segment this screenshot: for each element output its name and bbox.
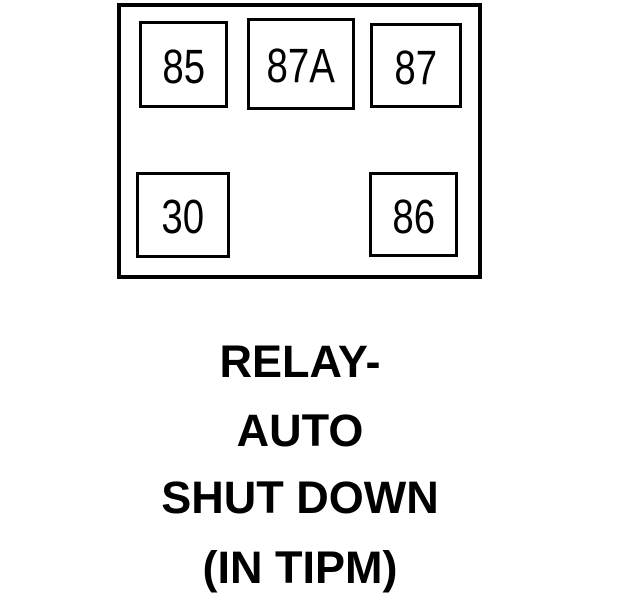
relay-caption-line: (IN TIPM) xyxy=(202,542,398,593)
pin-terminal-86: 86 xyxy=(369,172,458,257)
pin-label: 85 xyxy=(162,40,205,94)
pin-label: 30 xyxy=(161,191,205,244)
relay-caption-line: SHUT DOWN xyxy=(161,472,439,523)
pin-terminal-87a: 87A xyxy=(247,18,355,110)
pin-label: 87A xyxy=(266,40,336,93)
pin-terminal-30: 30 xyxy=(136,172,230,258)
relay-caption-line: RELAY- xyxy=(219,336,381,387)
pin-label: 87 xyxy=(394,41,438,95)
relay-caption-line: AUTO xyxy=(236,405,364,456)
pin-label: 86 xyxy=(392,190,435,244)
pin-terminal-85: 85 xyxy=(139,21,228,108)
relay-body-outline: 85 87A 87 30 86 xyxy=(117,3,482,279)
relay-caption: RELAY- AUTO SHUT DOWN (IN TIPM) xyxy=(118,0,482,600)
pin-terminal-87: 87 xyxy=(370,23,462,108)
